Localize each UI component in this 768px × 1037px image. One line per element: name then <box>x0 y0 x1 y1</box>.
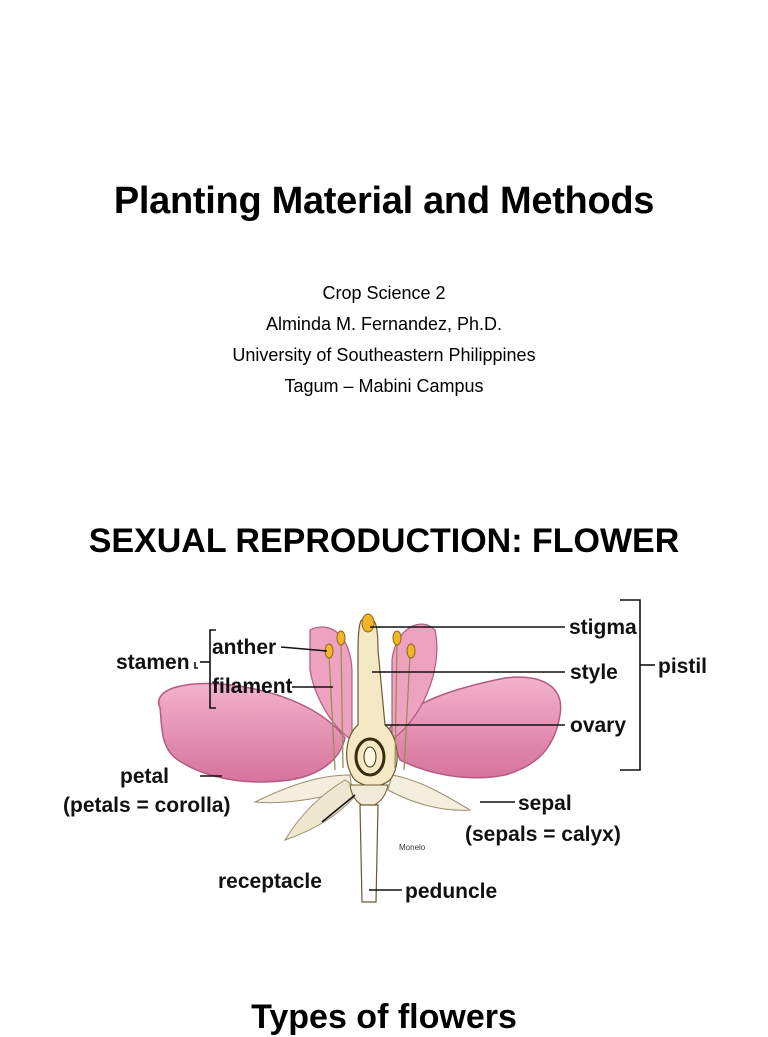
peduncle-shape <box>359 804 379 903</box>
label-stigma: stigma <box>569 616 637 639</box>
slide-title: Planting Material and Methods <box>113 180 655 222</box>
label-filament: filament <box>212 675 293 698</box>
stigma-head <box>361 613 375 633</box>
right-sepal <box>387 774 472 811</box>
label-ovary: ovary <box>570 714 626 737</box>
section-title-types: Types of flowers <box>251 998 517 1036</box>
label-petal-note: (petals = corolla) <box>63 794 230 817</box>
anthers <box>324 630 416 659</box>
leader-lines <box>194 599 655 891</box>
label-style: style <box>570 661 618 684</box>
stamens <box>328 641 411 771</box>
label-stamen: stamen <box>116 651 190 674</box>
right-petal <box>387 676 562 779</box>
section-title-flower: SEXUAL REPRODUCTION: FLOWER <box>88 522 680 560</box>
label-petal: petal <box>120 765 169 788</box>
course-name: Crop Science 2 <box>322 283 446 303</box>
ovary-ring <box>354 737 386 777</box>
center-sepal <box>283 779 361 841</box>
label-sepal: sepal <box>518 792 572 815</box>
label-anther: anther <box>212 636 276 659</box>
label-receptacle: receptacle <box>218 870 322 893</box>
slide-subtitle: Crop Science 2 Alminda M. Fernandez, Ph.… <box>0 278 768 402</box>
author-name: Alminda M. Fernandez, Ph.D. <box>265 314 503 334</box>
label-pistil: pistil <box>658 655 707 678</box>
image-credit: Monelo <box>399 843 426 852</box>
label-peduncle: peduncle <box>405 880 497 903</box>
flower-diagram: stamen anther filament petal (petals = c… <box>63 599 707 903</box>
university-name: University of Southeastern Philippines <box>232 345 536 365</box>
campus-name: Tagum – Mabini Campus <box>284 376 484 396</box>
label-sepal-note: (sepals = calyx) <box>465 823 621 846</box>
left-petal <box>157 682 346 783</box>
